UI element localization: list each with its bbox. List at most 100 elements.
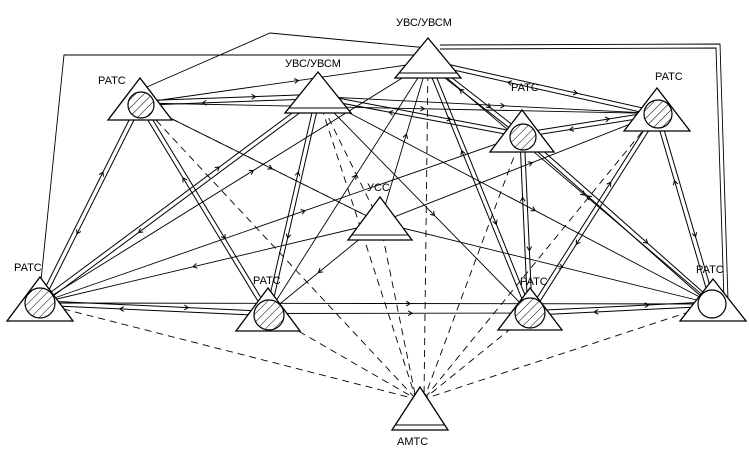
plain-circle: [697, 289, 727, 319]
node-uvs-top: [393, 36, 463, 79]
single-link-line: [39, 134, 523, 304]
node-usc: [346, 195, 414, 241]
dashed-link-line: [421, 61, 429, 402]
double-link-line-b: [318, 93, 523, 134]
double-link-line-a: [37, 101, 139, 303]
double-link-line-a: [269, 96, 321, 315]
link-arrow-mark: [446, 115, 452, 122]
node-label-ratc-top-right: РАТС: [655, 71, 683, 83]
node-ratc-bmr: [496, 286, 564, 331]
single-link-line: [379, 222, 714, 305]
link-arrow-mark: [248, 169, 254, 175]
link-arrow-mark: [593, 309, 599, 315]
link-arrow-mark: [420, 105, 425, 112]
outer-link-right-b: [439, 47, 725, 301]
link-arrow-mark: [300, 209, 306, 215]
outer-link-top: [139, 32, 429, 91]
link-arrow-mark: [192, 263, 198, 269]
double-link-line-a: [425, 62, 529, 315]
link-arrow-mark: [580, 190, 586, 196]
dashed-link-line: [422, 113, 658, 401]
node-label-usc: УСС: [367, 182, 390, 194]
node-ratc-bm: [234, 286, 302, 332]
double-link-line-a: [654, 113, 712, 305]
node-triangle: [346, 195, 414, 241]
link-arrow-mark: [402, 133, 409, 139]
outer-link-right-a: [439, 43, 729, 301]
link-arrow-mark: [526, 246, 533, 251]
link-arrow-mark: [558, 263, 564, 270]
node-label-ratc-mid-right: РАТС: [511, 82, 539, 94]
double-link-line-a: [41, 97, 320, 306]
dashed-link-line: [422, 134, 523, 402]
single-link-line: [267, 312, 531, 314]
outer-link-left: [39, 54, 428, 291]
link-arrow-mark: [293, 78, 299, 84]
dashed-link-line: [317, 96, 381, 223]
node-label-ratc-bottom-right: РАТС: [696, 264, 724, 276]
double-link-line-b: [658, 112, 716, 304]
single-link-line: [379, 61, 429, 223]
double-link-line-b: [139, 93, 318, 102]
node-label-uvs-top: УВС/УВСМ: [396, 17, 452, 29]
double-link-line-b: [429, 60, 533, 313]
single-link-line: [39, 302, 714, 305]
double-link-line-a: [317, 98, 522, 138]
double-link-line-b: [531, 114, 660, 315]
link-arrow-mark: [460, 150, 466, 156]
link-arrow-mark: [672, 180, 679, 186]
double-link-line-a: [137, 103, 267, 315]
double-link-line-a: [140, 98, 319, 106]
single-link-line: [427, 61, 714, 305]
link-arrow-mark: [492, 219, 498, 225]
link-arrow-mark: [183, 304, 189, 311]
link-arrow-mark: [251, 93, 256, 100]
link-arrow-mark: [606, 181, 612, 187]
double-link-line-b: [265, 95, 317, 314]
link-arrow-mark: [138, 227, 144, 233]
double-link-line-a: [427, 63, 657, 117]
link-arrow-mark: [642, 238, 649, 244]
hatched-circle: [514, 297, 546, 329]
double-link-line-b: [41, 103, 143, 305]
nodes-layer: [5, 36, 748, 431]
link-arrow-mark: [405, 300, 411, 307]
single-link-line: [139, 61, 429, 104]
double-link-line-b: [141, 101, 271, 313]
node-label-uvs-middle: УВС/УВСМ: [285, 58, 341, 70]
double-link-line-b: [521, 110, 657, 134]
link-arrow-mark: [285, 233, 292, 239]
node-label-amtc: АМТС: [397, 436, 429, 448]
link-arrow-mark: [119, 306, 125, 312]
link-arrow-mark: [294, 171, 301, 177]
node-amtc: [390, 385, 450, 431]
link-arrow-mark: [507, 80, 513, 86]
link-arrow-mark: [519, 197, 526, 202]
node-ratc-tl: [106, 76, 174, 121]
node-label-ratc-top-left: РАТС: [98, 75, 126, 87]
node-triangle: [393, 36, 463, 79]
link-arrow-mark: [604, 116, 610, 123]
link-arrow-mark: [407, 310, 413, 317]
single-link-line: [317, 96, 658, 114]
node-ratc-mr: [488, 108, 556, 153]
link-arrow-mark: [572, 89, 578, 96]
node-label-ratc-bottom-mid-right: РАТС: [520, 276, 548, 288]
link-arrow-mark: [351, 174, 357, 180]
link-arrow-mark: [214, 166, 220, 172]
link-arrow-mark: [527, 161, 533, 167]
single-link-line: [39, 222, 381, 304]
links-layer: [37, 32, 729, 402]
link-arrow-mark: [76, 229, 82, 235]
hatched-circle: [253, 299, 285, 331]
dashed-link-line: [39, 302, 419, 401]
dashed-link-line: [317, 96, 418, 402]
single-link-line: [39, 61, 429, 304]
link-arrow-mark: [500, 102, 505, 109]
node-ratc-br: [678, 277, 748, 322]
node-ratc-bl: [5, 275, 75, 322]
link-arrow-mark: [98, 171, 104, 177]
hatched-circle: [643, 99, 673, 129]
double-link-line-a: [530, 305, 714, 316]
